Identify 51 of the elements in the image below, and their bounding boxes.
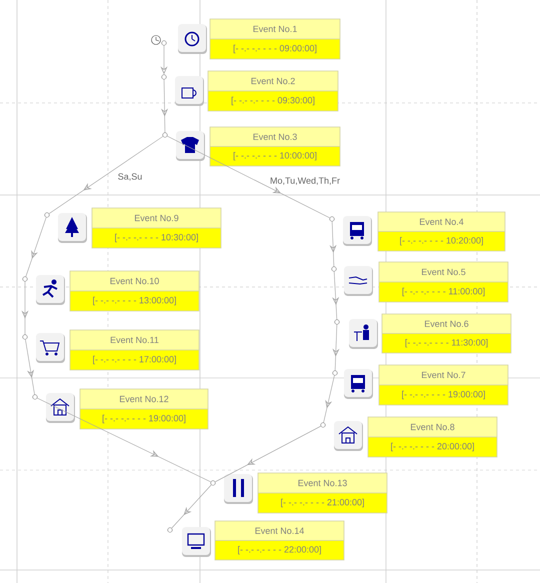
arrow	[323, 375, 335, 423]
event-box: Event No.11 [- -.- -.- - - - 17:00:00]	[70, 330, 200, 370]
node-label: [- -.- -.- - - - 21:00:00]	[281, 498, 364, 508]
node-label: [- -.- -.- - - - 19:00:00]	[102, 414, 186, 424]
node-label: [- -.- -.- - - - 11:00:00]	[402, 288, 485, 296]
node-label: [- -.- -.- - - - 20:00:00]	[391, 442, 474, 452]
event-box: Event No.12 [- -.- -.- - - - 19:00:00]	[80, 388, 208, 430]
event-box: Event No.9 [- -.- -.- - - - 10:30:00]	[92, 208, 222, 248]
arrow	[25, 339, 35, 395]
arrow	[166, 136, 330, 218]
event-box: Event No.5 [- -.- -.- - - - 11:00:00]	[378, 262, 508, 302]
node-label: [- -.- -.- - - - 19:00:00]	[402, 390, 485, 400]
connection-point	[320, 422, 326, 428]
arrow	[214, 426, 322, 482]
node-label: [- -.- -.- - - - 10:20:00]	[400, 237, 483, 246]
event-box: Event No.10 [- -.- -.- - - - 13:00:00]	[70, 270, 200, 312]
node-label: [- -.- -.- - - - 22:00:00]	[238, 546, 321, 554]
event-box: Event No.4 [- -.- -.- - - - 10:20:00]	[378, 212, 506, 252]
connection-point	[167, 527, 173, 533]
node-label: [- -.- -.- - - - 10:00:00]	[234, 152, 316, 160]
connection-point	[162, 132, 168, 138]
event-box: Event No.8 [- -.- -.- - - - 20:00:00]	[368, 416, 498, 458]
connection-point	[22, 276, 28, 282]
connection-point	[329, 216, 335, 222]
connection-point	[32, 394, 38, 400]
node-label: [- -.- -.- - - - 09:30:00]	[232, 96, 314, 106]
connection-point	[331, 266, 337, 272]
event-box: Event No.7 [- -.- -.- - - - 19:00:00]	[378, 364, 508, 406]
arrow	[48, 136, 164, 214]
connection-point	[161, 74, 167, 80]
connection-point	[332, 370, 338, 376]
node-label: [- -.- -.- - - - 11:30:00]	[405, 339, 488, 348]
node-label: [- -.- -.- - - - 09:00:00]	[234, 44, 316, 54]
event-box: Event No.14 [- -.- -.- - - - 22:00:00]	[214, 520, 344, 560]
edge-label: Mo,Tu,Wed,Th,Fr	[269, 176, 341, 186]
connection-point	[210, 480, 216, 486]
connection-point	[44, 212, 50, 218]
event-box: Event No.13 [- -.- -.- - - - 21:00:00]	[258, 472, 388, 514]
connection-point	[334, 319, 340, 325]
node-label: [- -.- -.- - - - 13:00:00]	[93, 296, 176, 306]
node-label: [- -.- -.- - - - 10:30:00]	[115, 234, 198, 242]
event-box: Event No.1 [- -.- -.- - - - 09:00:00]	[210, 18, 340, 60]
node-label: [- -.- -.- - - - 17:00:00]	[93, 356, 176, 364]
event-box: Event No.3 [- -.- -.- - - - 10:00:00]	[210, 126, 340, 166]
arrow	[26, 217, 46, 277]
arrow	[37, 398, 211, 482]
event-box: Event No.2 [- -.- -.- - - - 09:30:00]	[208, 70, 338, 112]
event-box: Event No.6 [- -.- -.- - - - 11:30:00]	[382, 314, 512, 354]
connection-point	[161, 40, 167, 46]
arrow	[171, 484, 212, 528]
connection-point	[22, 334, 28, 340]
